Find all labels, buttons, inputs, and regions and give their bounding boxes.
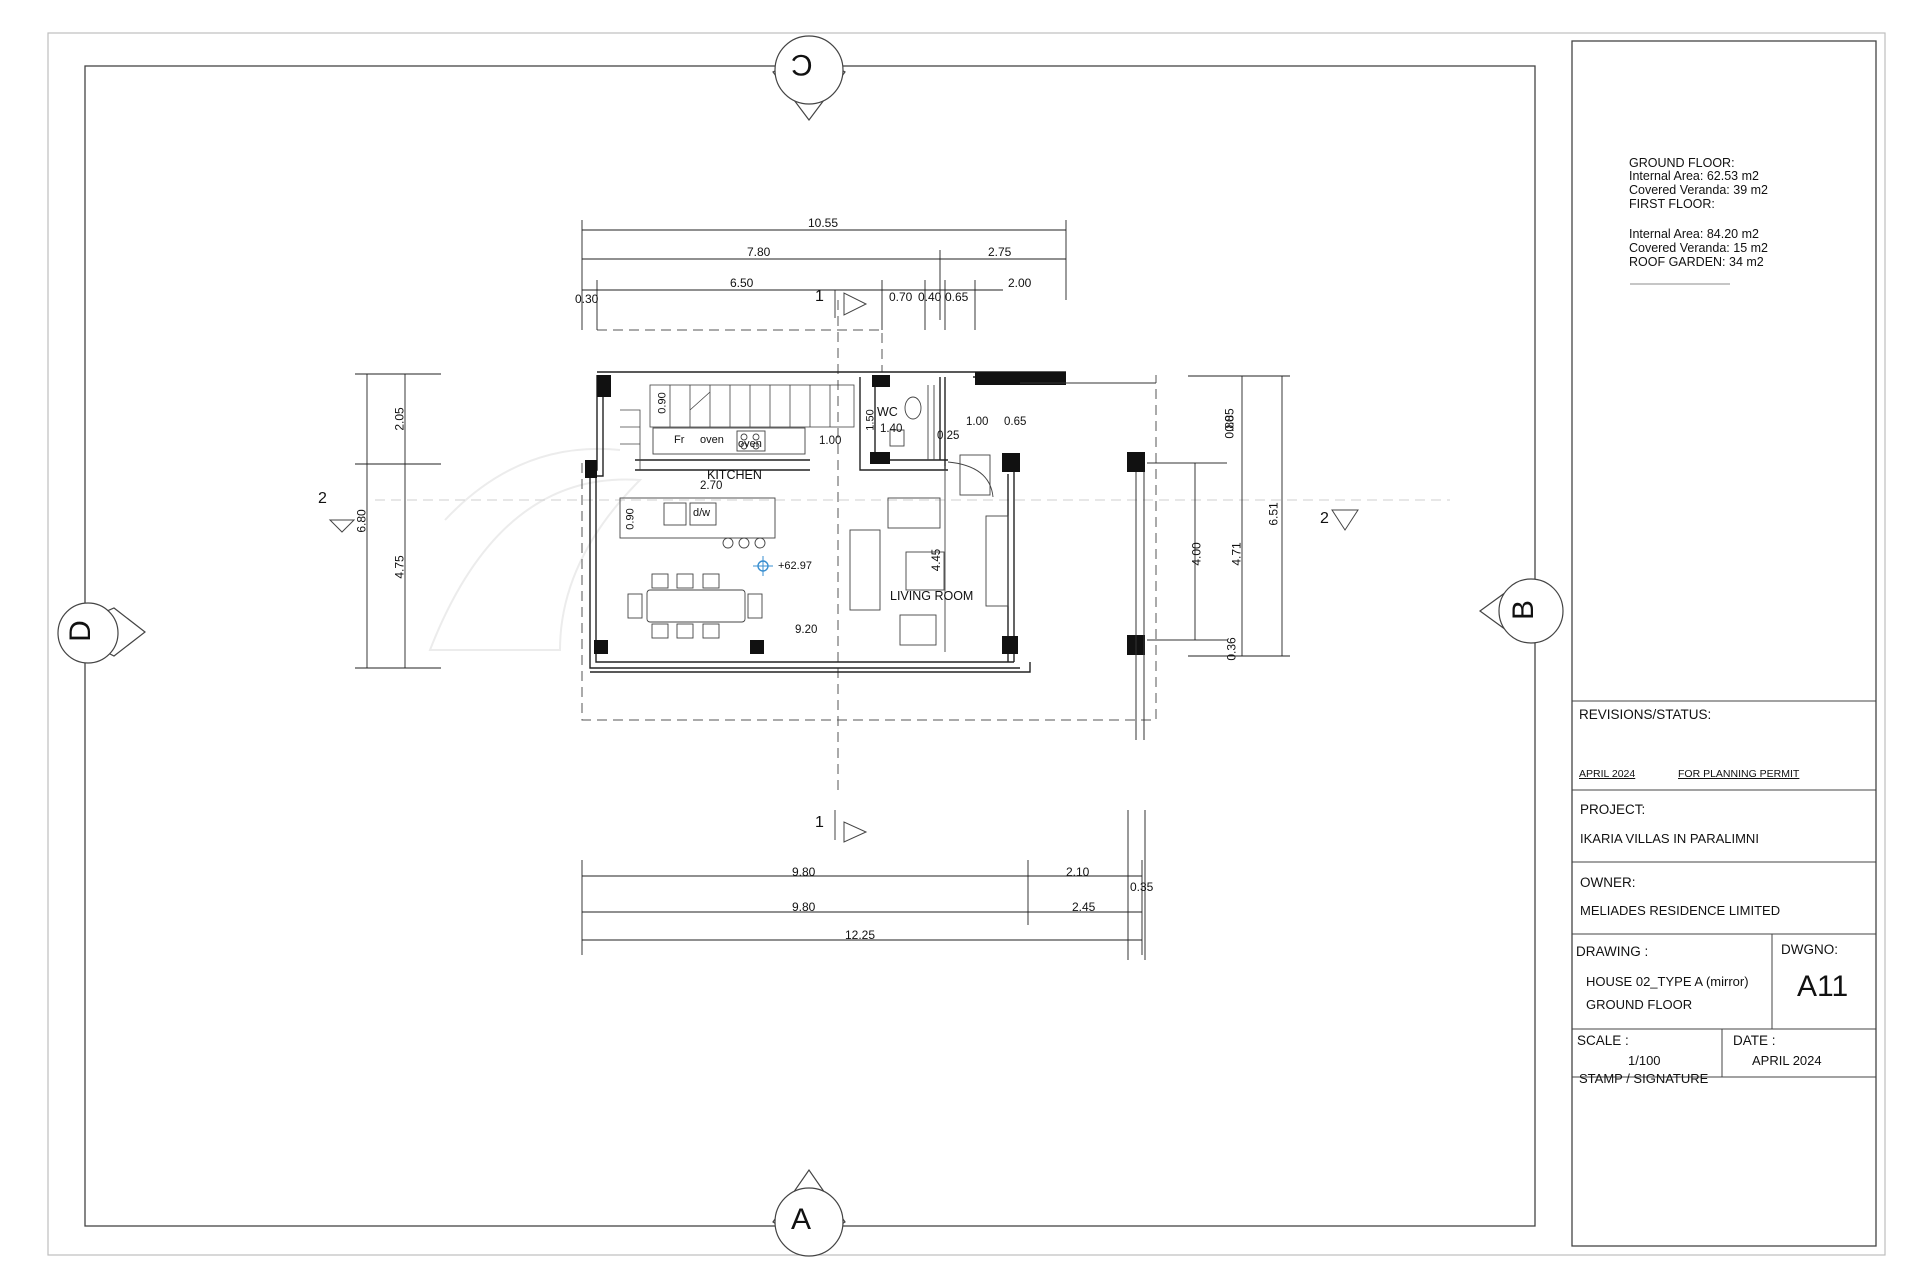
first-covered-veranda: Covered Veranda: 15 m2: [1629, 241, 1768, 255]
first-internal-area: Internal Area: 84.20 m2: [1629, 227, 1759, 241]
orientation-label-north: C: [791, 48, 813, 81]
dim-top-065: 0.65: [945, 290, 969, 304]
dim-living-920: 9.20: [795, 624, 818, 636]
section-marks: [328, 290, 1359, 843]
section-1-bottom: 1: [815, 814, 824, 831]
date-label: DATE :: [1733, 1033, 1776, 1048]
revision-date: APRIL 2024: [1579, 768, 1636, 780]
staircase: [620, 384, 855, 470]
orientation-label-west: D: [63, 620, 97, 642]
title-block-grid: [1572, 700, 1876, 1078]
dim-right-400: 4.00: [1189, 542, 1204, 566]
level-marker: [753, 556, 773, 576]
project-label: PROJECT:: [1580, 802, 1646, 817]
dim-top-overall: 10.55: [808, 216, 839, 230]
dim-left-680: 6.80: [354, 509, 369, 533]
kitchen-units: [619, 427, 806, 549]
upper-floor-outline: [375, 300, 1450, 790]
scale-value: 1/100: [1628, 1053, 1661, 1068]
revision-status: FOR PLANNING PERMIT: [1678, 768, 1800, 780]
drawing-label: DRAWING :: [1576, 944, 1649, 959]
ground-internal-area: Internal Area: 62.53 m2: [1629, 169, 1759, 183]
dim-wc-100: 1.00: [966, 416, 989, 428]
level-value: +62.97: [778, 560, 812, 572]
dim-top-200: 2.00: [1008, 276, 1032, 290]
dim-right-471: 4.71: [1229, 542, 1244, 566]
date-value: APRIL 2024: [1752, 1053, 1822, 1068]
dim-top-275: 2.75: [988, 245, 1012, 259]
drawing-frame: [84, 65, 1536, 1227]
dim-wc-150: 1.50: [864, 409, 877, 431]
project-value: IKARIA VILLAS IN PARALIMNI: [1580, 831, 1759, 846]
dim-right-651: 6.51: [1266, 502, 1281, 526]
fixture-oven-2: oven: [738, 438, 762, 450]
dim-left-205: 2.05: [392, 407, 407, 431]
stamp-signature-label: STAMP / SIGNATURE: [1579, 1071, 1709, 1086]
scale-label: SCALE :: [1577, 1033, 1629, 1048]
section-2-left: 2: [318, 490, 327, 507]
fixture-dishwasher: d/w: [693, 507, 711, 519]
dim-wc-025: 0.25: [937, 430, 960, 442]
roof-garden-area: ROOF GARDEN: 34 m2: [1629, 255, 1764, 269]
dim-wc-140: 1.40: [880, 423, 903, 435]
dim-bottom-035: 0.35: [1130, 880, 1154, 894]
living-furniture: [849, 454, 1009, 652]
dwgno-label: DWGNO:: [1781, 942, 1838, 957]
dim-wc-065: 0.65: [1004, 416, 1027, 428]
owner-label: OWNER:: [1580, 875, 1636, 890]
drawing-title-line1: HOUSE 02_TYPE A (mirror): [1586, 974, 1749, 989]
room-label-wc: WC: [877, 405, 898, 419]
dim-bottom-980b: 9.80: [792, 900, 816, 914]
dwgno-value: A11: [1797, 970, 1849, 1003]
dim-kitchen-090: 0.90: [656, 392, 669, 414]
wc-fixtures: [889, 385, 935, 460]
title-block-frame: [1571, 40, 1877, 1247]
orientation-marker-west: [57, 602, 146, 664]
first-floor-heading: FIRST FLOOR:: [1629, 197, 1715, 211]
orientation-marker-north: [772, 35, 846, 121]
ground-floor-heading: GROUND FLOOR:: [1629, 156, 1735, 170]
owner-value: MELIADES RESIDENCE LIMITED: [1580, 903, 1781, 918]
dim-island-090: 0.90: [624, 508, 637, 530]
exterior-walls: [589, 371, 1066, 673]
fixture-oven-1: oven: [700, 434, 724, 446]
room-label-living: LIVING ROOM: [890, 589, 974, 603]
dim-top-070: 0.70: [889, 290, 913, 304]
dim-bottom-245: 2.45: [1072, 900, 1096, 914]
dim-living-445: 4.45: [931, 548, 944, 572]
sheet-outer-border: [47, 32, 1886, 1256]
veranda-structure: [1020, 382, 1227, 960]
room-label-kitchen: KITCHEN: [707, 468, 762, 482]
dimension-lines: [355, 220, 1290, 955]
orientation-marker-east: [1478, 578, 1564, 644]
dim-top-030: 0.30: [575, 292, 599, 306]
dim-bottom-1225: 12.25: [845, 928, 876, 942]
kitchen-island: [619, 497, 776, 539]
dim-bottom-210: 2.10: [1066, 865, 1090, 879]
dim-top-040: 0.40: [918, 290, 942, 304]
dim-kitchen-100: 1.00: [819, 435, 842, 447]
dining-table: [627, 573, 763, 639]
section-2-right: 2: [1320, 510, 1329, 527]
dim-left-475: 4.75: [392, 555, 407, 579]
dim-right-080: 0.80: [1222, 415, 1237, 439]
dim-top-780: 7.80: [747, 245, 771, 259]
orientation-label-east: B: [1507, 599, 1541, 621]
revisions-label: REVISIONS/STATUS:: [1579, 707, 1712, 722]
dim-bottom-980a: 9.80: [792, 865, 816, 879]
watermark-logo: [428, 447, 643, 651]
orientation-label-south: A: [791, 1203, 812, 1236]
ground-covered-veranda: Covered Veranda: 39 m2: [1629, 183, 1768, 197]
fixture-fridge: Fr: [674, 434, 685, 446]
drawing-title-line2: GROUND FLOOR: [1586, 997, 1693, 1012]
dim-right-036: 0.36: [1224, 637, 1239, 661]
dim-top-650: 6.50: [730, 276, 754, 290]
dim-kitchen-270: 2.70: [700, 480, 723, 492]
section-1-top: 1: [815, 288, 824, 305]
orientation-marker-south: [772, 1168, 846, 1257]
